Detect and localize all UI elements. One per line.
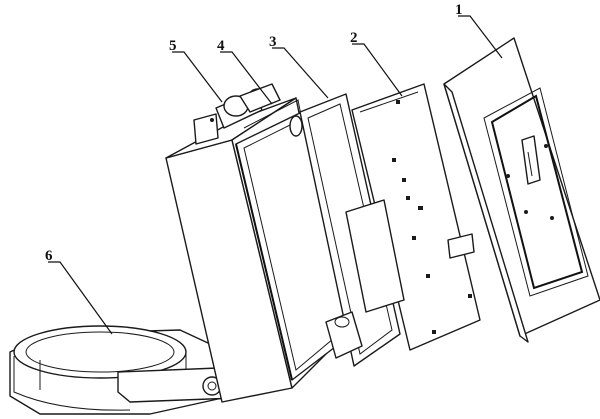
part-label-4: 4 (217, 38, 225, 54)
part-5-top-clip (193, 83, 281, 145)
part-6-base-mount (9, 325, 237, 415)
leader-3 (272, 47, 329, 99)
leader-4 (220, 51, 273, 105)
part-label-2: 2 (350, 30, 358, 46)
part-label-3: 3 (269, 34, 277, 50)
part-label-6: 6 (45, 248, 53, 264)
leader-lines (48, 15, 503, 335)
leader-1 (458, 15, 503, 59)
leader-6 (48, 261, 113, 335)
part-2-circuit-board (345, 83, 481, 351)
part-1-cover-plate (443, 37, 600, 343)
leader-5 (172, 51, 223, 103)
part-label-1: 1 (455, 2, 463, 18)
leader-2 (352, 43, 403, 97)
part-label-5: 5 (169, 38, 177, 54)
